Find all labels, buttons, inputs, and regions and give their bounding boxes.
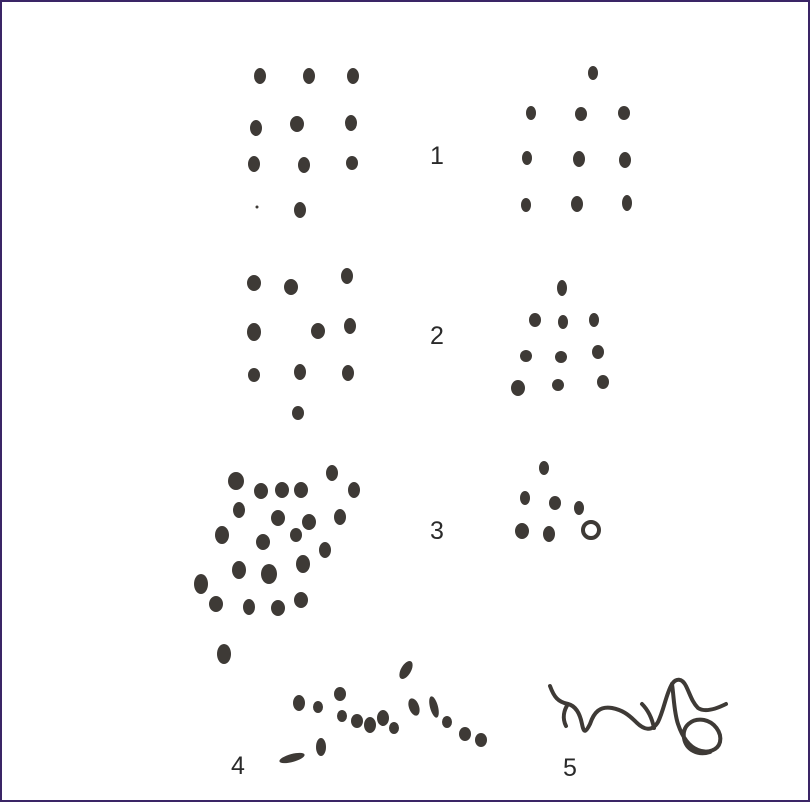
pattern-3-left xyxy=(194,465,360,664)
label-5: 5 xyxy=(563,756,577,781)
label-2: 2 xyxy=(430,324,444,349)
label-4: 4 xyxy=(231,754,245,779)
pattern-4 xyxy=(278,659,487,765)
pattern-2-left xyxy=(247,268,356,420)
pattern-1-left xyxy=(248,68,359,218)
pattern-3-right xyxy=(515,461,599,542)
label-1: 1 xyxy=(430,144,444,169)
pattern-1-right xyxy=(521,66,632,212)
pattern-5 xyxy=(550,680,726,754)
pattern-2-right xyxy=(511,280,609,396)
label-3: 3 xyxy=(430,519,444,544)
